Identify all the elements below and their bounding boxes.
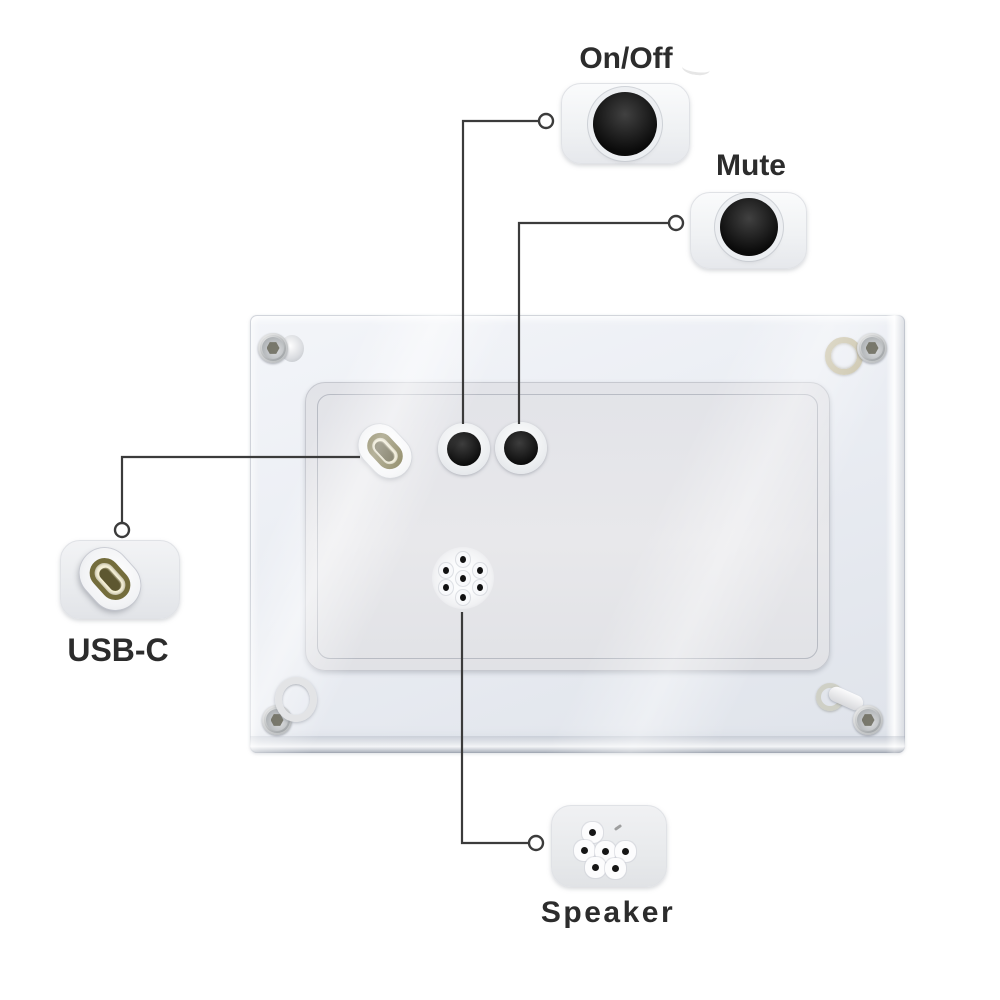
on-off-callout-box	[561, 83, 690, 164]
speaker-connector-dot	[527, 834, 545, 852]
power-button-icon	[593, 92, 657, 156]
usb-c-port	[349, 415, 421, 487]
mute-button	[495, 422, 547, 474]
on-off-connector-dot	[537, 112, 555, 130]
speaker-grille-icon	[622, 848, 629, 855]
power-button	[438, 423, 490, 475]
speaker-hole	[460, 594, 466, 601]
speaker-callout-box	[551, 805, 667, 887]
acrylic-frame	[250, 315, 905, 753]
speaker-grille	[432, 547, 494, 609]
mute-button-icon	[720, 198, 778, 256]
speaker-hole	[443, 567, 449, 574]
mute-connector-dot	[667, 214, 685, 232]
screw-bottom-right	[853, 705, 883, 735]
back-panel	[305, 382, 830, 671]
usb-c-port-icon	[69, 537, 151, 621]
speaker-icon-texture-mark	[613, 823, 623, 832]
screw-top-right	[857, 333, 887, 363]
screw-top-left	[258, 333, 288, 363]
frame-bottom-edge	[250, 736, 905, 753]
speaker-hole	[443, 584, 449, 591]
speaker-hole	[460, 556, 466, 563]
standoff-bottom-left	[275, 677, 317, 722]
speaker-hole	[460, 575, 466, 582]
speaker-label: Speaker	[540, 896, 676, 929]
speaker-grille-icon	[581, 847, 588, 854]
speaker-grille-icon	[612, 865, 619, 872]
speaker-grille-icon	[602, 848, 609, 855]
speaker-grille-icon	[589, 829, 596, 836]
speaker-grille-icon	[592, 864, 599, 871]
speaker-hole	[477, 584, 483, 591]
mute-callout-box	[690, 192, 807, 269]
frame-right-edge	[886, 315, 905, 753]
on-off-label: On/Off	[579, 42, 673, 75]
usb-c-callout-box	[60, 537, 180, 621]
usb-c-label: USB-C	[67, 632, 169, 668]
speaker-hole	[477, 567, 483, 574]
usb-c-connector-dot	[113, 521, 131, 539]
mute-label: Mute	[716, 149, 786, 182]
